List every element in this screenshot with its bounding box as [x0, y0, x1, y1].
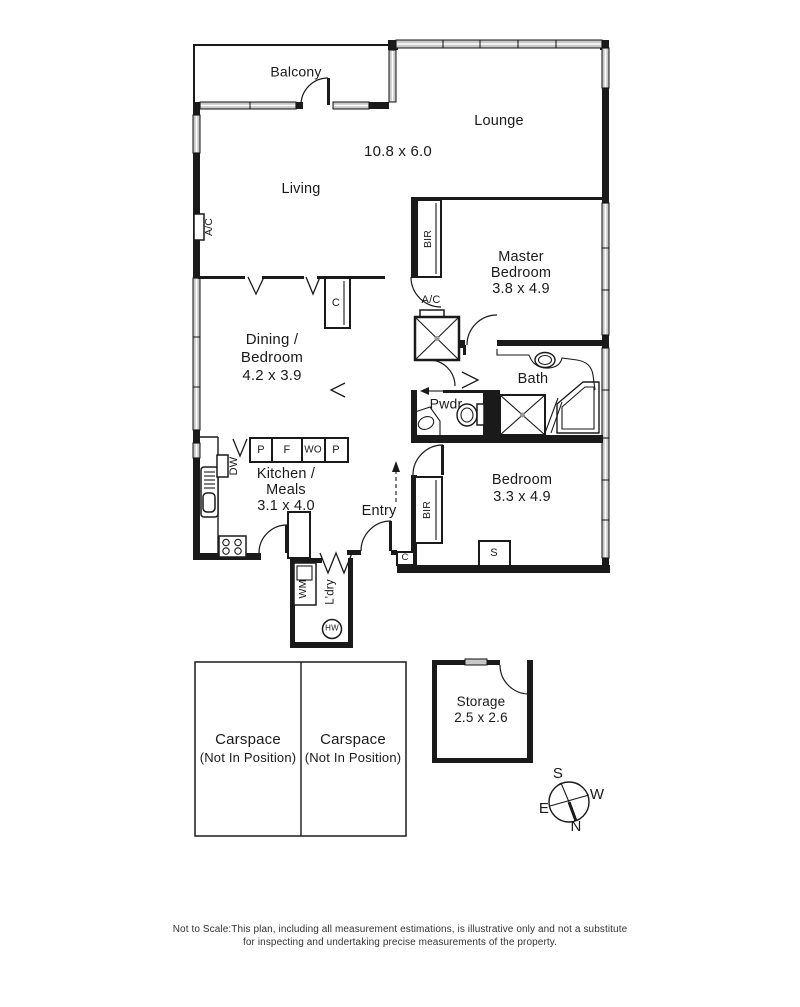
lounge-living-dims: 10.8 x 6.0	[364, 142, 432, 160]
carspace-left-label: Carspace (Not In Position)	[196, 731, 300, 767]
disclaimer-line-2: for inspecting and undertaking precise m…	[242, 937, 557, 948]
kitchen-door-arc	[258, 524, 288, 554]
hot-water-label: HW	[325, 623, 339, 633]
closet-dining-box	[324, 277, 351, 329]
bir-master-box	[416, 199, 442, 278]
powder-bench	[414, 406, 441, 438]
powder-label: Pwdr	[429, 395, 463, 412]
bath-door-arc	[428, 359, 456, 387]
ac-living-unit	[193, 213, 205, 241]
doors	[258, 77, 498, 554]
dishwasher-box	[216, 454, 229, 478]
shelf-label: S	[490, 546, 498, 559]
closet-entry-box	[396, 551, 415, 566]
windows	[192, 39, 610, 559]
bathtub	[556, 381, 600, 434]
carspace-right-note: (Not In Position)	[304, 750, 402, 765]
bir-bedroom-label: BIR	[421, 500, 434, 520]
sink-bowl	[202, 492, 216, 513]
balcony-label: Balcony	[270, 63, 322, 80]
entry-door-arc	[360, 520, 392, 552]
dining-bedroom-dims: 4.2 x 3.9	[242, 367, 302, 384]
island-bench	[287, 511, 311, 559]
compass-east-label: E	[538, 799, 550, 817]
storage-label: Storage 2.5 x 2.6	[441, 694, 521, 726]
ac-master-label: A/C	[421, 293, 441, 306]
washing-machine-box	[293, 562, 317, 606]
opening-marks	[232, 276, 480, 575]
disclaimer-line-1: Not to Scale:This plan, including all me…	[172, 924, 628, 935]
compass-west-label: W	[589, 785, 605, 803]
compass-north-label: N	[570, 817, 582, 835]
bath-basin	[534, 351, 556, 369]
cooktop	[218, 535, 247, 558]
bir-bedroom-box	[414, 476, 443, 544]
bedroom-door-arc	[412, 444, 444, 476]
carspace-left-note: (Not In Position)	[199, 750, 297, 765]
washing-machine-label: WM	[297, 579, 310, 599]
closet-entry-label: C	[401, 551, 409, 563]
closet-dining-label: C	[331, 296, 341, 309]
living-label: Living	[281, 181, 321, 198]
vanity-counter	[496, 349, 596, 391]
fridge-label: F	[283, 443, 291, 456]
compass	[548, 781, 590, 823]
powder-arrow	[420, 387, 443, 395]
toilet-bowl	[456, 403, 478, 427]
hot-water-unit	[321, 618, 343, 640]
master-bedroom-dims: 3.8 x 4.9	[492, 281, 550, 297]
storage-unit	[432, 658, 533, 763]
bedroom-dims: 3.3 x 4.9	[493, 489, 551, 505]
pantry2-box	[324, 437, 349, 463]
carspace-right-label: Carspace (Not In Position)	[301, 731, 405, 767]
wall-oven-label: WO	[304, 444, 322, 456]
master-door-arc	[410, 276, 442, 308]
dishwasher-label: DW	[227, 456, 240, 476]
bir-master-label: BIR	[422, 229, 435, 249]
entry-label: Entry	[361, 503, 397, 520]
carspaces	[194, 661, 407, 837]
dining-bedroom-label: Dining / Bedroom 4.2 x 3.9	[233, 331, 311, 385]
entry-arrow	[392, 461, 400, 502]
compass-south-label: S	[552, 764, 564, 782]
ensuite-door-arc	[466, 314, 498, 346]
kitchen-meals-label: Kitchen / Meals 3.1 x 4.0	[246, 466, 326, 514]
kitchen-meals-dims: 3.1 x 4.0	[257, 498, 315, 514]
toilet-tank	[476, 403, 485, 426]
laundry-label: L'dry	[324, 579, 337, 605]
storage-dims: 2.5 x 2.6	[454, 710, 508, 725]
shelf-box	[478, 540, 511, 567]
fridge-box	[271, 437, 303, 463]
ac-living-label: A/C	[203, 217, 216, 237]
pantry1-label: P	[257, 443, 265, 456]
powder-basin	[417, 416, 435, 430]
fixtures	[193, 199, 600, 640]
storage-door-arc	[499, 664, 530, 695]
pantry2-label: P	[332, 443, 340, 456]
master-bedroom-label: Master Bedroom 3.8 x 4.9	[482, 249, 560, 297]
lounge-label: Lounge	[474, 113, 524, 130]
bedroom-label: Bedroom 3.3 x 4.9	[477, 472, 567, 506]
bath-label: Bath	[517, 371, 549, 388]
balcony-door-arc	[300, 77, 329, 106]
